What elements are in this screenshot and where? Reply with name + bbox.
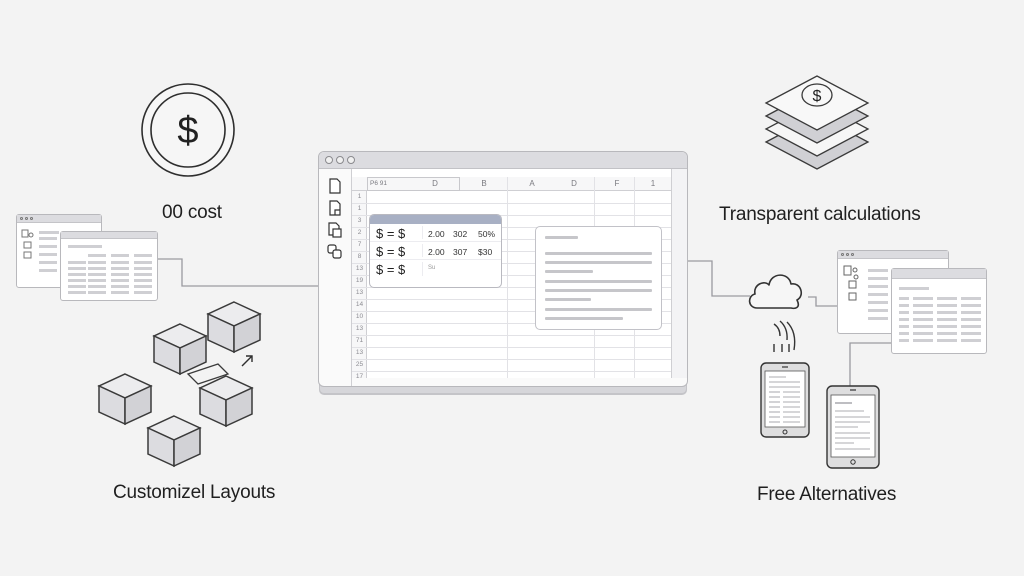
spreadsheet-grid[interactable]: P6 91 D B A D F 1 1 1 3 2 7 8 13 19 13 1…	[352, 169, 671, 380]
cloud-icon	[748, 274, 803, 310]
tool-sidebar	[319, 169, 352, 386]
notes-card	[535, 226, 662, 330]
file-tree-icon	[21, 229, 34, 259]
svg-text:$: $	[813, 88, 822, 105]
window-maximize-button[interactable]	[347, 156, 355, 164]
shapes-icon[interactable]	[327, 244, 343, 260]
formula-card: $ = $ 2.00 302 50% $ = $ 2.00 307 $30 $ …	[369, 214, 502, 288]
selected-header-range	[367, 177, 460, 191]
column-header[interactable]: F	[614, 179, 620, 188]
tablet-icon	[760, 362, 810, 438]
cubes-icon	[98, 301, 261, 467]
column-headers: P6 91 D B A D F 1	[352, 177, 671, 191]
signal-waves-icon	[773, 320, 796, 352]
window-titlebar	[319, 152, 687, 169]
column-header[interactable]: 1	[650, 179, 656, 188]
formula-row[interactable]: $ = $ 2.00 307 $30	[370, 242, 501, 260]
file-icon[interactable]	[327, 178, 343, 194]
column-header[interactable]: D	[432, 179, 438, 188]
right-front-window	[891, 268, 987, 354]
vertical-scrollbar[interactable]	[671, 169, 687, 378]
left-connector-line	[158, 258, 318, 287]
column-header[interactable]: A	[529, 179, 535, 188]
cost-label: 00 cost	[162, 202, 222, 223]
column-header[interactable]: D	[571, 179, 577, 188]
tablet-icon	[826, 385, 880, 469]
row-headers: 1 1 3 2 7 8 13 19 13 14 10 13 71 13 25 1…	[352, 191, 367, 380]
transparent-label: Transparent calculations	[719, 204, 921, 225]
tablet-connector-line	[849, 342, 892, 386]
formula-row[interactable]: $ = $ Su	[376, 262, 436, 277]
stacked-layers-dollar-icon: $	[764, 75, 870, 170]
right-connector-line	[688, 260, 838, 307]
svg-text:$: $	[177, 110, 198, 152]
dollar-coin-icon: $	[140, 82, 236, 178]
layouts-label: Customizel Layouts	[113, 482, 276, 503]
window-minimize-button[interactable]	[336, 156, 344, 164]
window-close-button[interactable]	[325, 156, 333, 164]
left-front-window	[60, 231, 158, 301]
file-tree-icon	[843, 265, 859, 301]
column-header[interactable]: B	[481, 179, 487, 188]
formula-row[interactable]: $ = $ 2.00 302 50%	[370, 224, 501, 242]
formula-card-header	[370, 215, 501, 224]
copy-icon[interactable]	[327, 222, 343, 238]
name-box[interactable]: P6 91	[370, 180, 387, 187]
alternatives-label: Free Alternatives	[757, 484, 897, 505]
file-chart-icon[interactable]	[327, 200, 343, 216]
